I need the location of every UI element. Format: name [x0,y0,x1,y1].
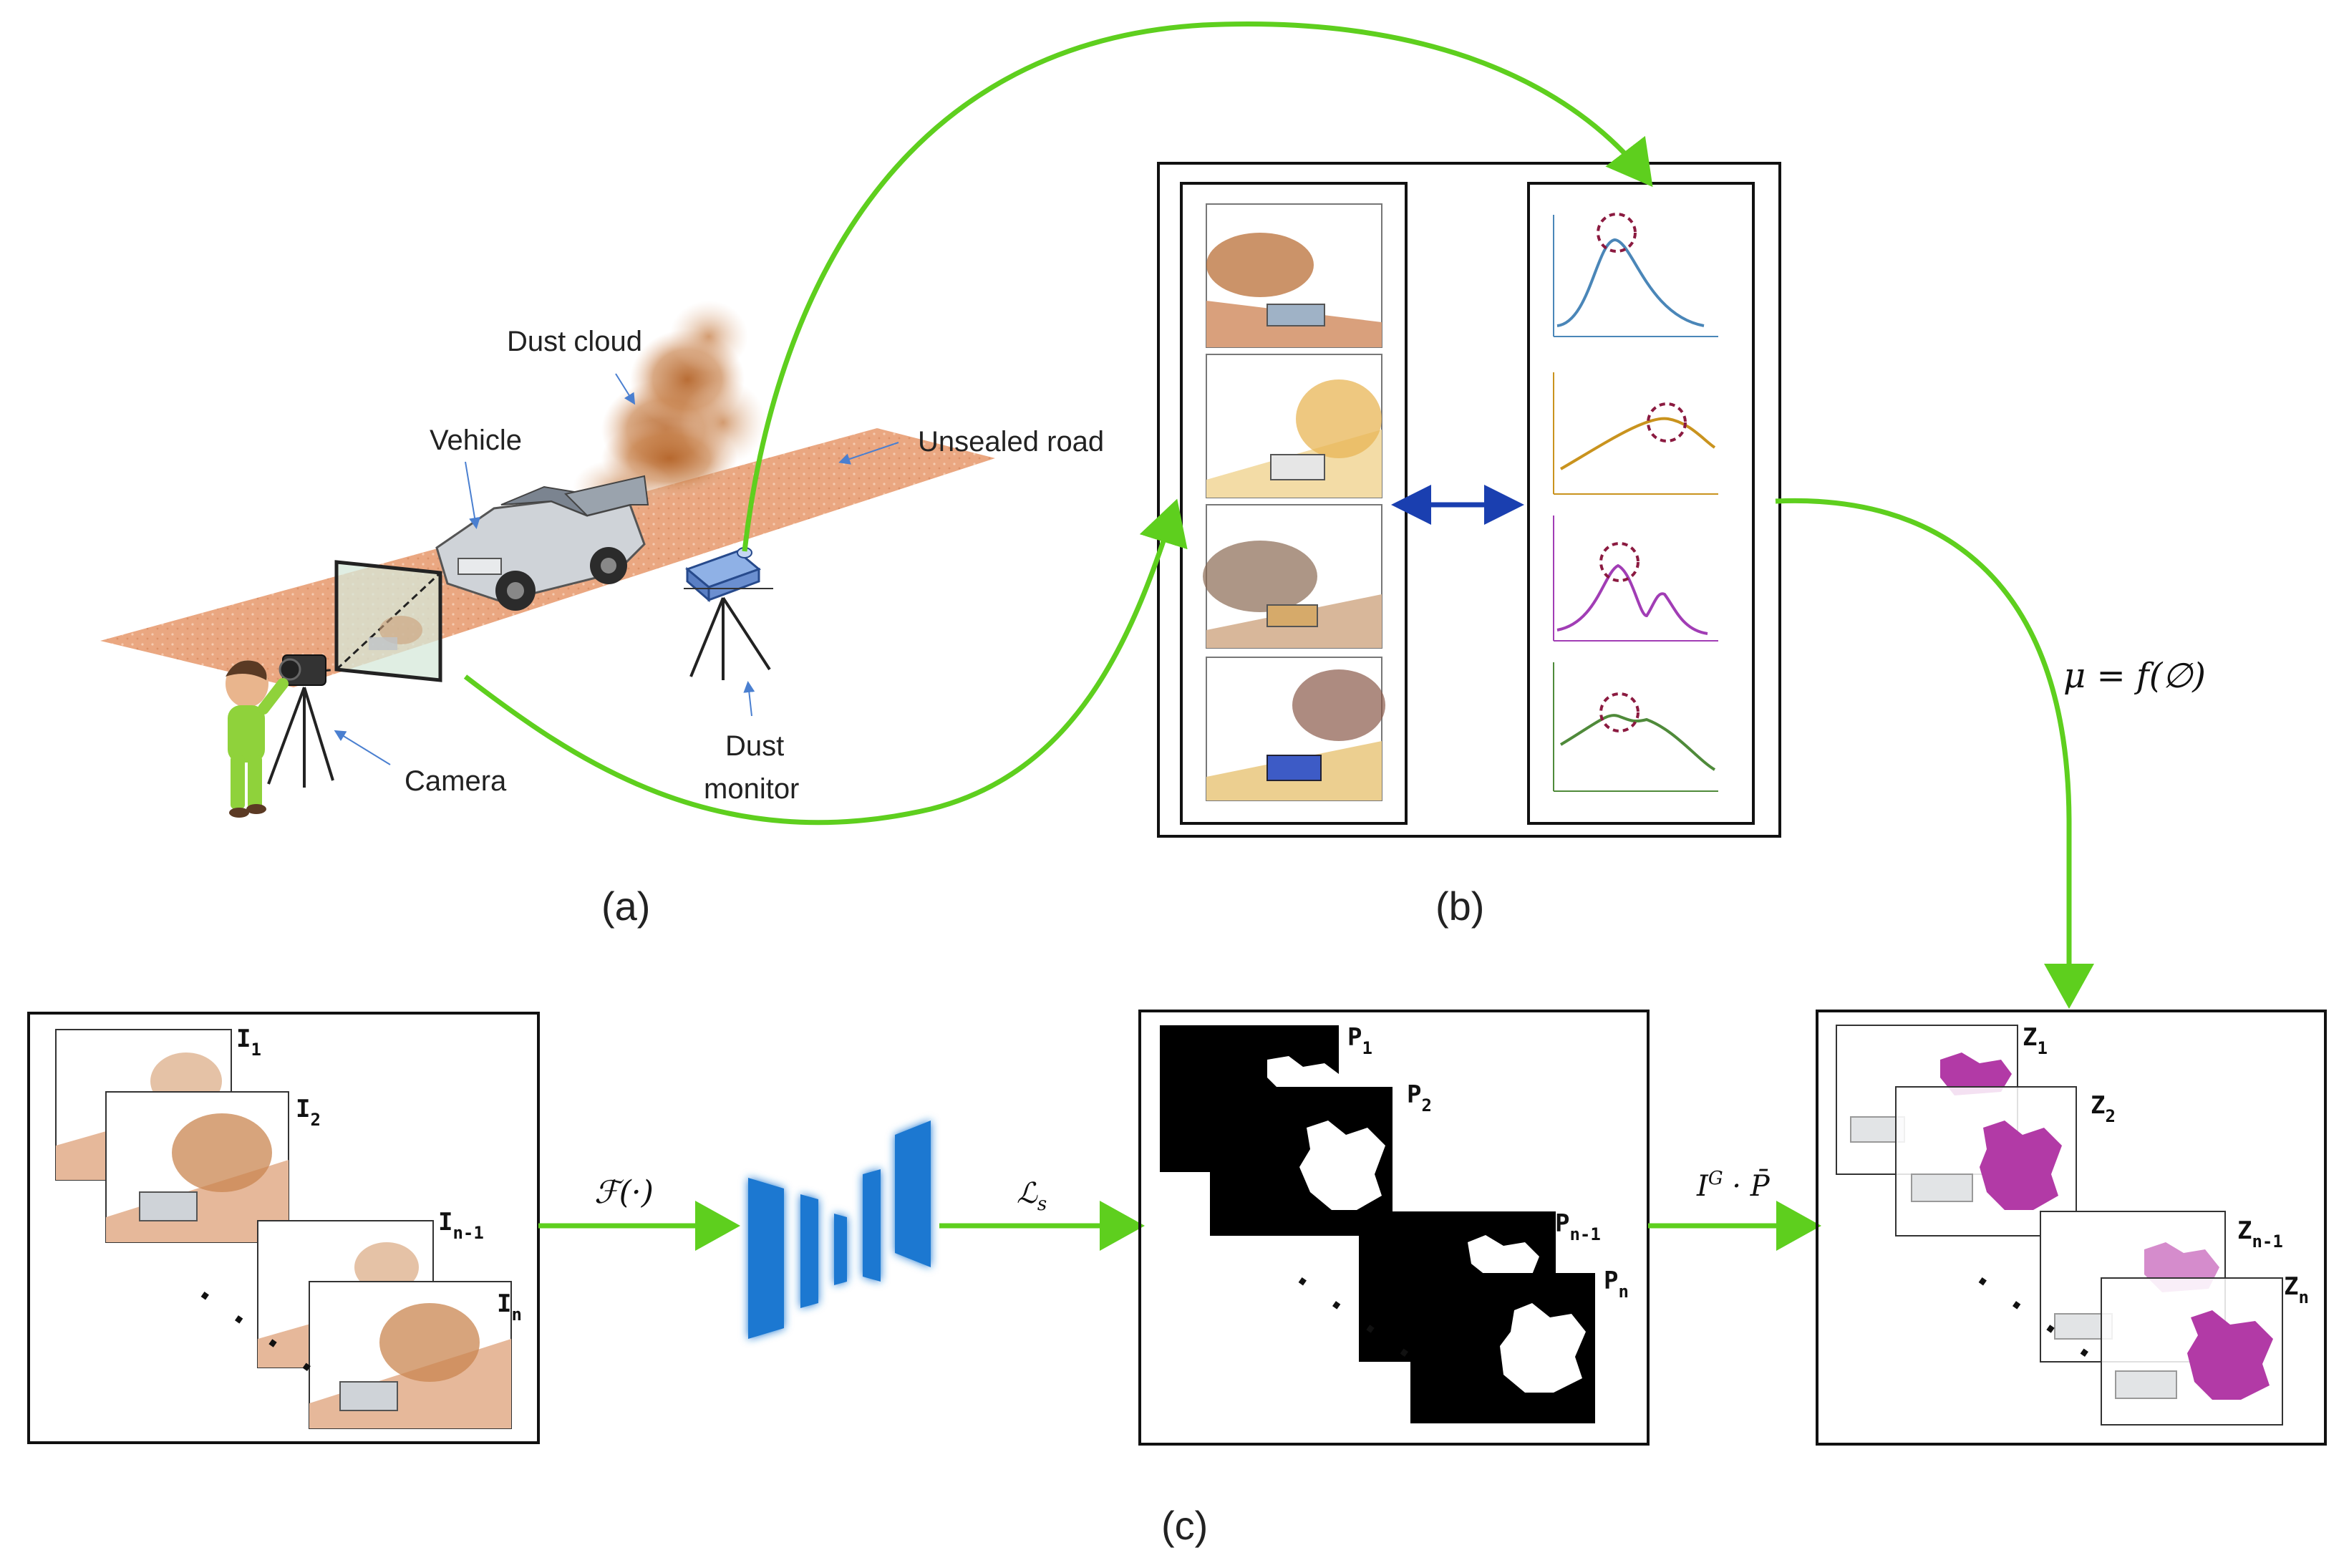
mu-formula: μ = f(∅) [2063,656,2206,696]
vehicle-pointer [465,461,480,529]
label-unsealed-road: Unsealed road [918,426,1104,458]
dust-image-3 [1203,504,1382,649]
panel-a: Dust cloud Vehicle Unsealed road Camera … [100,301,1104,929]
distribution-column [1527,182,1755,825]
dust-cloud-pointer [615,373,636,405]
caption-a: (a) [601,884,650,929]
dust-monitor-pointer [743,681,755,717]
camera-pointer [334,730,391,765]
label-in: In [497,1289,522,1325]
label-zn1: Zn-1 [2237,1216,2283,1252]
label-camera: Camera [405,765,507,797]
panel-b: (b) [1157,162,1781,929]
label-in1: In-1 [438,1208,484,1243]
mask-frame-2 [1210,1087,1393,1236]
mask-frame-n [1410,1273,1595,1423]
label-p1: P1 [1347,1023,1372,1058]
label-pn: Pn [1604,1267,1629,1302]
arrow-distribution-to-overlay [1775,498,2094,1009]
label-z2: Z2 [2091,1091,2116,1126]
segmentation-network [748,1121,931,1339]
label-vehicle: Vehicle [430,425,522,456]
label-i2: I2 [296,1095,321,1130]
arrow-camera-to-images [463,498,1188,826]
panel-c: . . . . I1 I2 In-1 In ℱ(·) ℒs [27,1010,2327,1548]
label-dust-monitor-line1: Dust [725,730,784,762]
label-i1: I1 [236,1025,261,1060]
label-dust-cloud: Dust cloud [507,326,642,357]
dust-monitor [684,547,773,680]
dust-image-1 [1206,203,1382,348]
loss-label: ℒs [1017,1177,1047,1215]
camera [267,654,334,788]
input-frame-n [309,1281,512,1429]
road-pointer [838,442,899,465]
caption-b: (b) [1435,884,1484,929]
distribution-plot-1 [1553,213,1718,337]
overlay-frame-n [2101,1277,2283,1426]
label-dust-monitor-line2: monitor [704,773,799,805]
label-zn: Zn [2284,1272,2309,1307]
arrow-monitor-to-distribution [742,21,1653,552]
distribution-plot-2 [1553,372,1718,495]
operator-f: ℱ(·) [594,1174,654,1211]
combine-label: IG · P̄ [1696,1168,1771,1203]
distribution-plot-4 [1553,662,1718,792]
dust-image-2 [1206,354,1382,498]
label-p2: P2 [1407,1080,1432,1115]
label-z1: Z1 [2023,1023,2048,1058]
overlay-frames-box [1816,1010,2327,1446]
input-frame-2 [105,1091,289,1243]
label-pn1: Pn-1 [1555,1209,1601,1244]
operator-figure [226,660,289,818]
caption-c: (c) [1161,1503,1208,1548]
dust-image-4 [1206,657,1385,801]
vehicle [435,475,649,611]
distribution-plot-3 [1553,516,1718,642]
